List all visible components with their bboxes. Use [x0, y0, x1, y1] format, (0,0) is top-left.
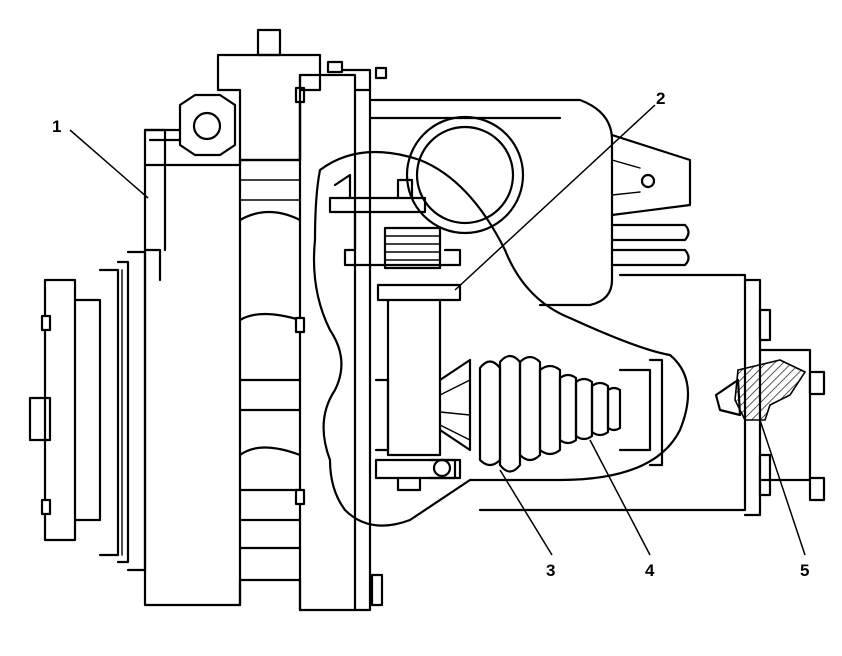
pump-housing	[143, 28, 388, 612]
internal-mechanism	[328, 173, 664, 492]
callout-4: 4	[589, 439, 655, 580]
inner-spring	[558, 373, 622, 445]
callout-label-3: 3	[546, 561, 555, 580]
callout-5: 5	[759, 419, 809, 580]
front-flange	[28, 250, 147, 572]
callout-2: 2	[454, 89, 665, 291]
callout-label-5: 5	[800, 561, 809, 580]
cutaway-region	[312, 150, 690, 527]
callout-1: 1	[52, 117, 149, 199]
governor-housing	[368, 98, 747, 512]
callout-label-2: 2	[656, 89, 665, 108]
callout-label-4: 4	[645, 561, 655, 580]
callout-label-1: 1	[52, 117, 61, 136]
callout-3: 3	[499, 469, 555, 580]
main-spring	[478, 354, 562, 473]
end-cover	[714, 278, 826, 517]
